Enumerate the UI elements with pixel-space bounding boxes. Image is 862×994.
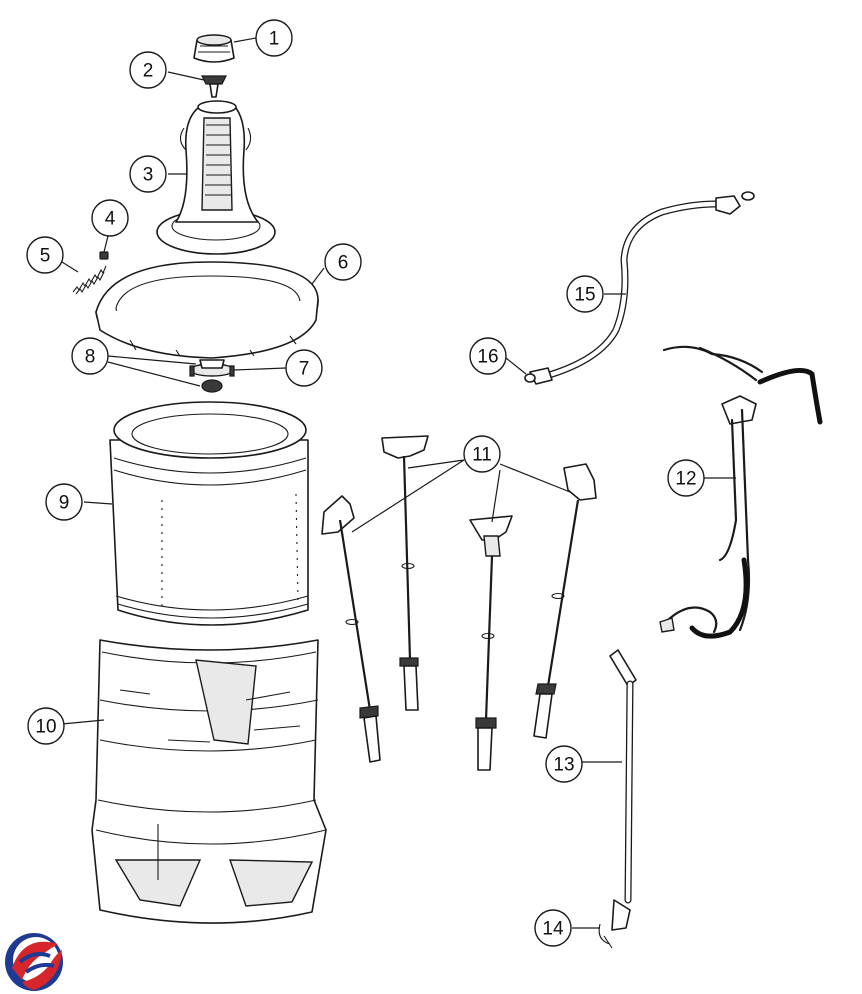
callout-11: 11 (463, 435, 501, 473)
callout-1: 1 (255, 19, 293, 57)
callout-2-label: 2 (143, 61, 154, 82)
callout-4-label: 4 (105, 209, 116, 230)
callout-7-label: 7 (299, 359, 310, 380)
callout-5-label: 5 (40, 246, 51, 267)
callout-15: 15 (566, 275, 604, 313)
brand-logo-icon (5, 933, 63, 991)
callout-6-label: 6 (338, 253, 349, 274)
part-12-wire-harness (659, 345, 823, 639)
part-16-washer (524, 373, 536, 383)
callout-8-label: 8 (85, 347, 96, 368)
callout-2: 2 (129, 51, 167, 89)
part-9-basket (109, 401, 309, 626)
callout-11-label: 11 (472, 445, 492, 466)
part-7-hub (189, 359, 235, 377)
callout-13: 13 (545, 745, 583, 783)
leader-lines (61, 37, 736, 929)
callout-3-label: 3 (143, 165, 154, 186)
callout-5: 5 (26, 236, 64, 274)
part-10-outer-tub (91, 639, 327, 924)
callout-4: 4 (91, 199, 129, 237)
part-3-agitator (156, 100, 276, 255)
part-8-drive-nut (201, 379, 223, 393)
part-13-tube (609, 649, 637, 904)
callout-10: 10 (27, 707, 65, 745)
callout-7: 7 (285, 349, 323, 387)
part-2-bolt (201, 75, 227, 98)
callout-1-label: 1 (269, 29, 280, 50)
callout-12-label: 12 (675, 469, 696, 490)
part-5-spring (72, 265, 107, 295)
callout-14-label: 14 (542, 919, 564, 940)
callout-9: 9 (45, 483, 83, 521)
callout-16: 16 (469, 337, 507, 375)
callout-3: 3 (129, 155, 167, 193)
callout-6: 6 (324, 243, 362, 281)
part-6-tub-ring (95, 261, 319, 359)
callout-12: 12 (667, 459, 705, 497)
callout-15-label: 15 (574, 285, 595, 306)
part-4-nut (99, 251, 109, 260)
callout-10-label: 10 (35, 717, 56, 738)
callout-14: 14 (534, 909, 572, 947)
part-14-clamp (598, 899, 631, 949)
part-1-agitator-cap (193, 34, 235, 63)
callout-8: 8 (71, 337, 109, 375)
part-11-suspension-rods (321, 435, 597, 771)
callout-16-label: 16 (477, 347, 498, 368)
callout-9-label: 9 (59, 493, 70, 514)
callout-13-label: 13 (553, 755, 574, 776)
